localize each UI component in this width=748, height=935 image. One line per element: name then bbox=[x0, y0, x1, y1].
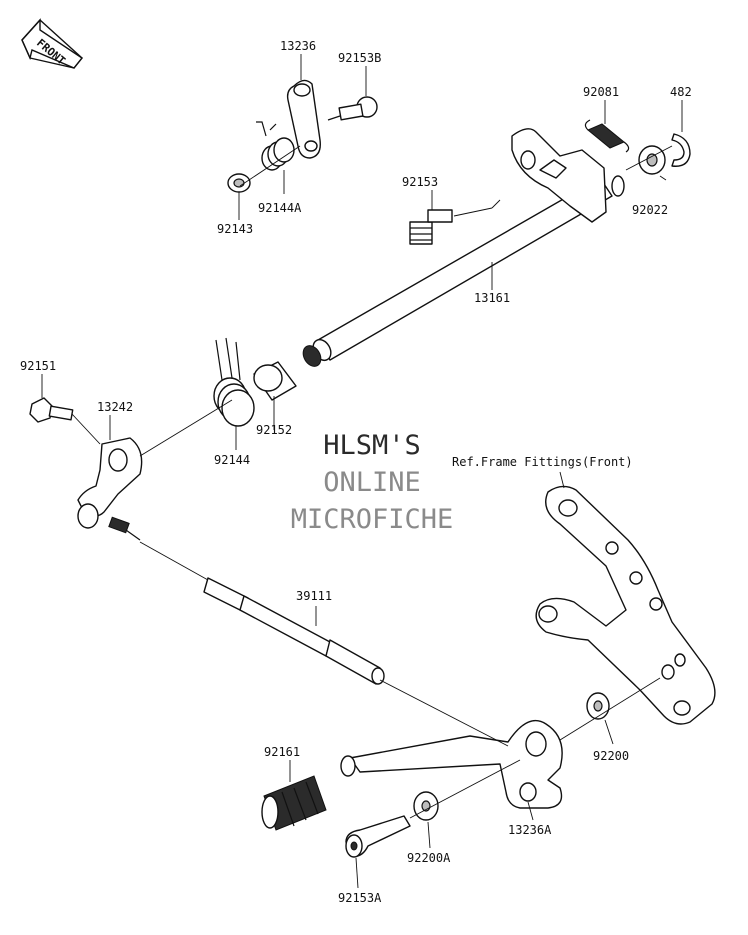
reference-label: Ref.Frame Fittings(Front) bbox=[452, 455, 633, 469]
part-92022-washer bbox=[638, 145, 666, 175]
part-92153B-bolt bbox=[327, 96, 378, 121]
part-482-circlip bbox=[671, 133, 691, 167]
label-92081: 92081 bbox=[583, 85, 619, 99]
label-92152: 92152 bbox=[256, 423, 292, 437]
part-92143-collar bbox=[227, 173, 251, 193]
front-arrow-icon: FRONT bbox=[21, 18, 84, 69]
label-92143: 92143 bbox=[217, 222, 253, 236]
part-13161-shift-shaft bbox=[302, 128, 625, 367]
label-13242: 13242 bbox=[97, 400, 133, 414]
part-92161-rubber bbox=[261, 775, 327, 831]
watermark-line-1: HLSM'S bbox=[323, 430, 421, 461]
part-13236-arm bbox=[286, 79, 321, 159]
label-13236: 13236 bbox=[280, 39, 316, 53]
label-92153B: 92153B bbox=[338, 51, 381, 65]
label-92151: 92151 bbox=[20, 359, 56, 373]
label-92022: 92022 bbox=[632, 203, 668, 217]
label-482: 482 bbox=[670, 85, 692, 99]
label-92153A: 92153A bbox=[338, 891, 382, 905]
part-92152-collar bbox=[253, 361, 297, 401]
label-92144A: 92144A bbox=[258, 201, 302, 215]
part-92081-spring bbox=[584, 119, 630, 153]
part-frame-fitting-front bbox=[535, 485, 716, 725]
label-92161: 92161 bbox=[264, 745, 300, 759]
watermark-line-2: ONLINE bbox=[323, 467, 421, 498]
leader-lines bbox=[41, 54, 683, 889]
part-92151-bolt bbox=[29, 397, 74, 423]
label-13161: 13161 bbox=[474, 291, 510, 305]
label-39111: 39111 bbox=[296, 589, 332, 603]
label-92144: 92144 bbox=[214, 453, 250, 467]
part-92200A-washer bbox=[413, 791, 439, 821]
label-13236A: 13236A bbox=[508, 823, 552, 837]
part-92153A-bolt bbox=[345, 815, 411, 858]
part-13242-lever bbox=[77, 437, 143, 541]
part-92153-pin bbox=[409, 209, 453, 245]
label-92200A: 92200A bbox=[407, 851, 451, 865]
part-13236A-shift-pedal bbox=[340, 719, 563, 809]
part-92200-washer bbox=[586, 692, 610, 720]
watermark-line-3: MICROFICHE bbox=[291, 504, 454, 535]
part-39111-tie-rod bbox=[203, 577, 385, 685]
label-92153: 92153 bbox=[402, 175, 438, 189]
label-92200: 92200 bbox=[593, 749, 629, 763]
part-92144-spring bbox=[213, 337, 255, 427]
